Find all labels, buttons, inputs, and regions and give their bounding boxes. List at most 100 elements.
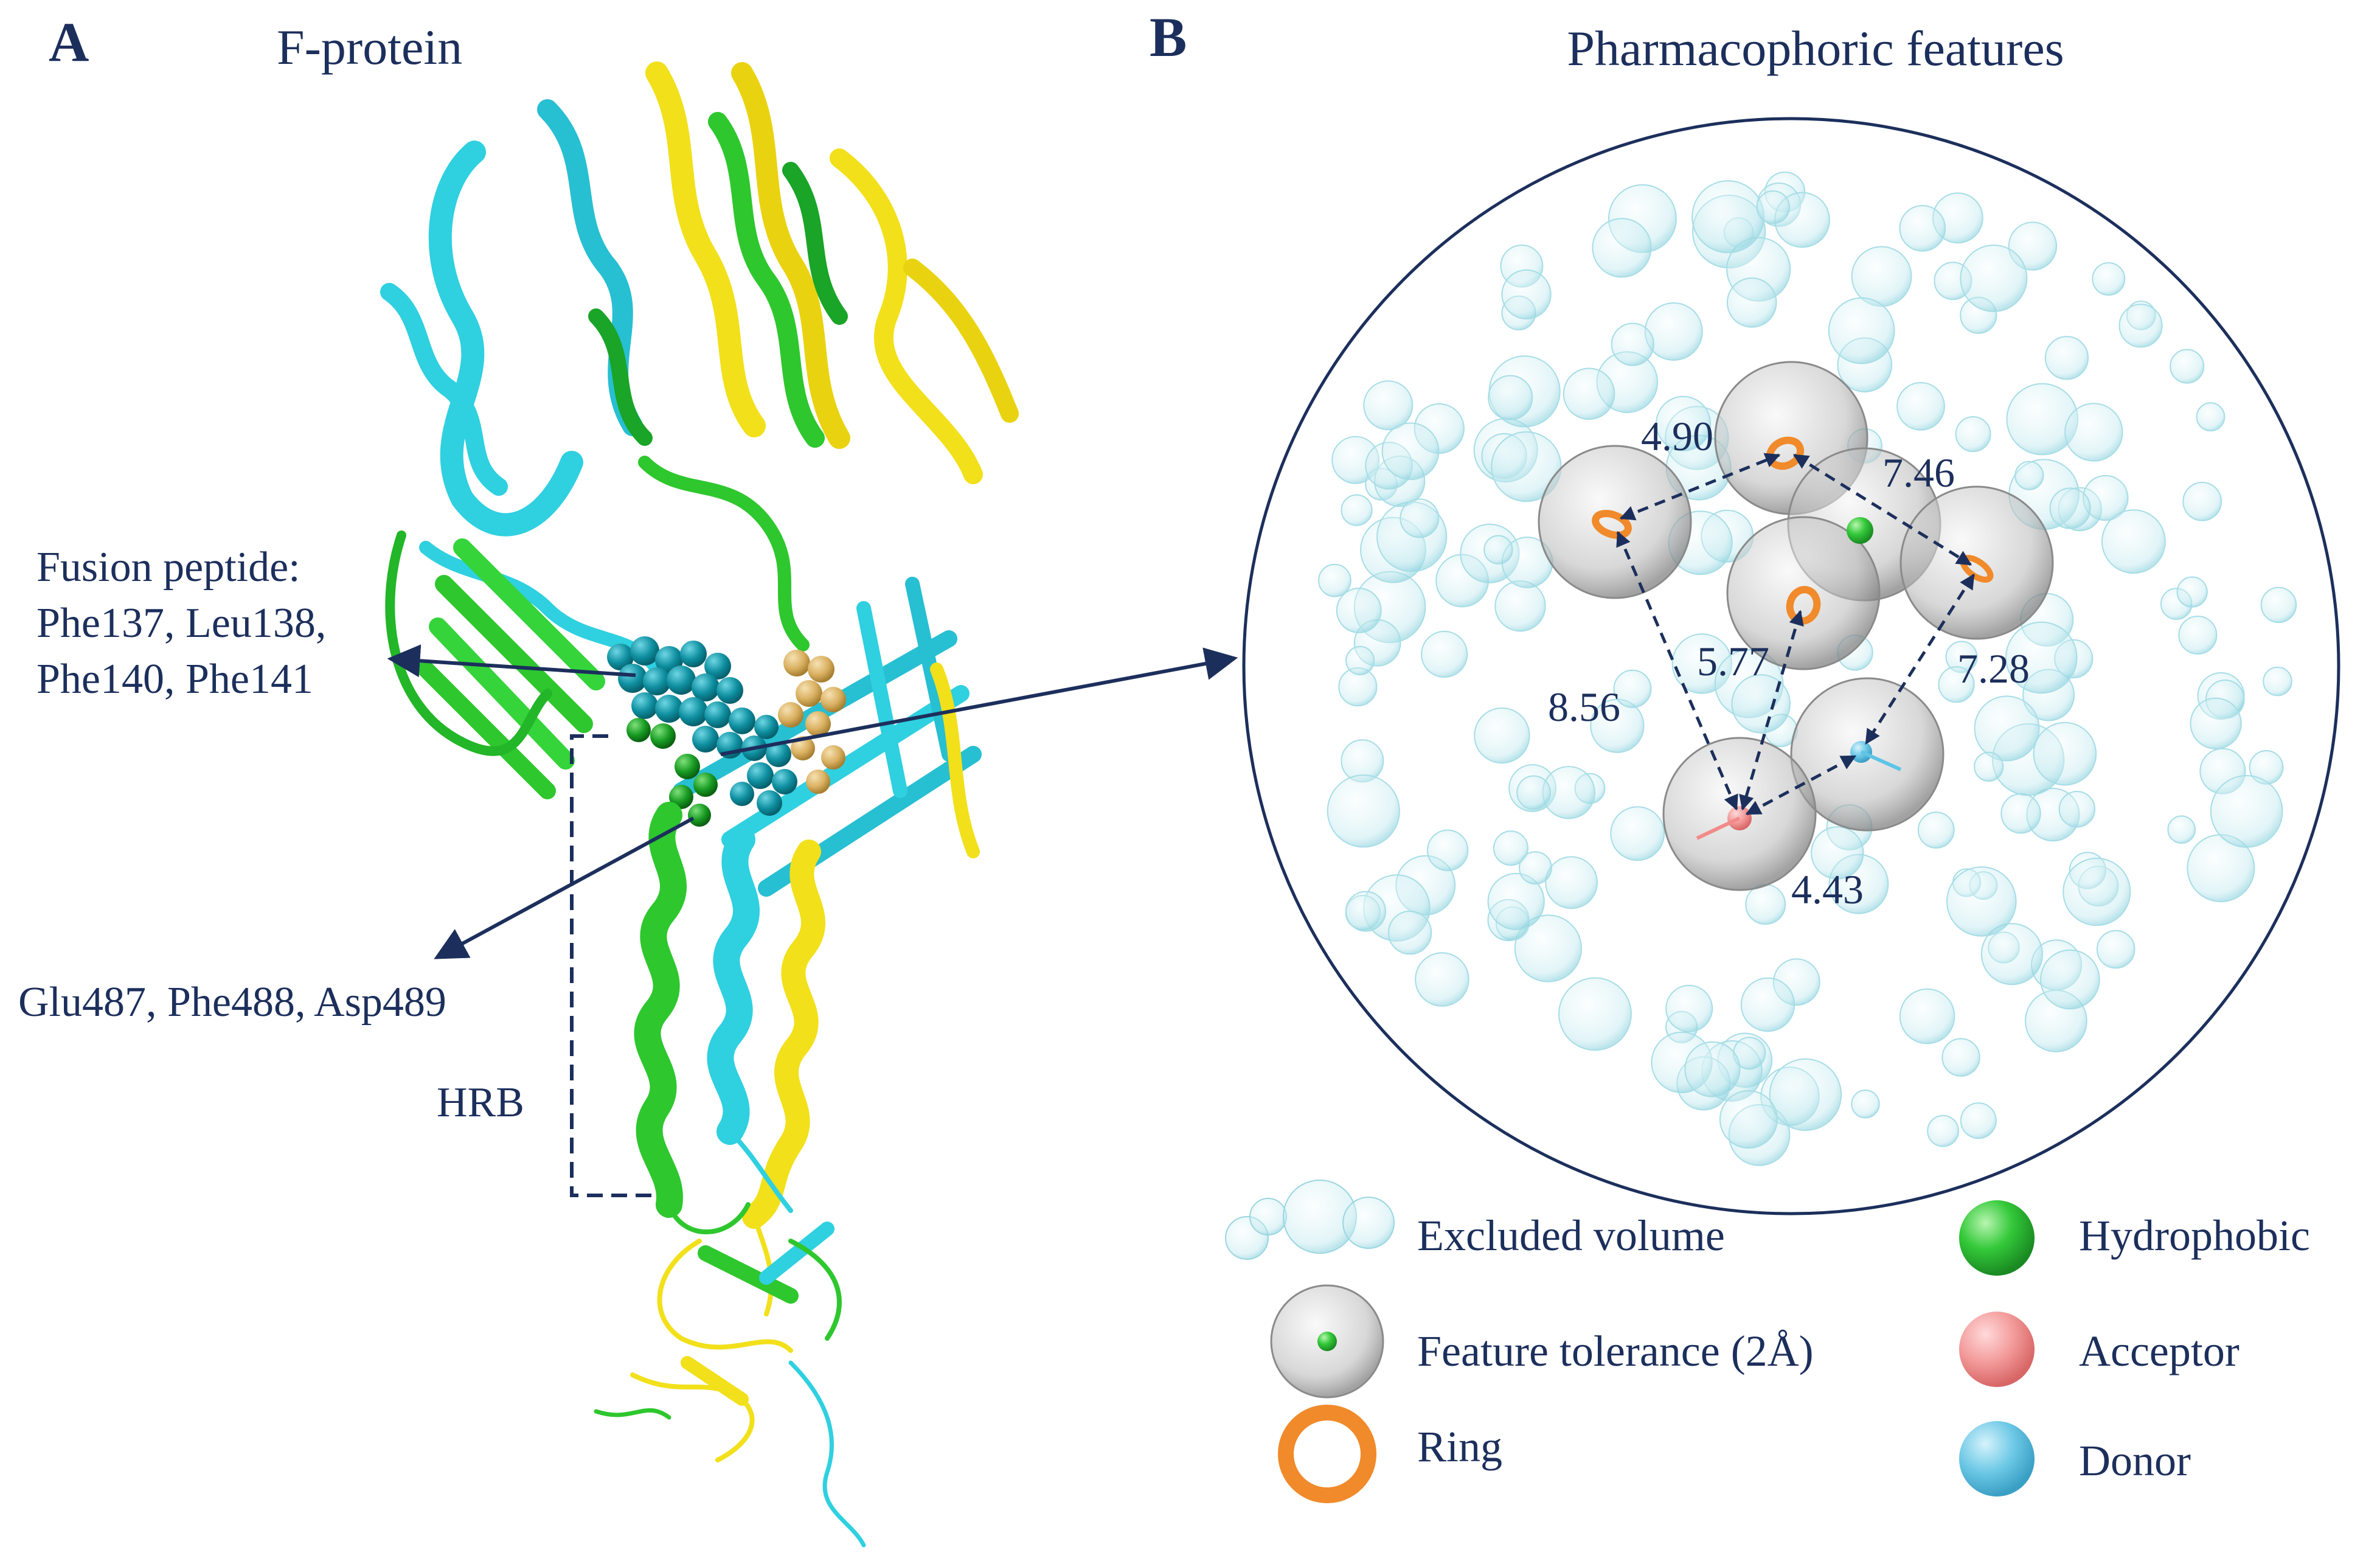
distance-label-4: 7.28	[1957, 645, 2030, 692]
excluded-volume-sphere	[1558, 977, 1632, 1051]
excluded-volume-sphere	[2096, 930, 2135, 969]
excluded-volume-sphere	[1363, 380, 1414, 431]
excluded-volume-sphere	[1960, 1102, 1997, 1139]
excluded-volume-sphere	[1828, 297, 1895, 364]
excluded-volume-sphere	[1483, 535, 1513, 565]
excluded-volume-sphere	[2000, 793, 2041, 834]
feature-tolerance-icon	[1270, 1284, 1384, 1399]
legend: Excluded volume Feature tolerance (2Å) R…	[1225, 1180, 2310, 1503]
excluded-volume-sphere	[1726, 277, 1777, 328]
excluded-volume-sphere	[1341, 494, 1373, 526]
excluded-volume-sphere	[1592, 218, 1652, 278]
ring-feature-1	[1592, 510, 1632, 539]
fusion-peptide-line2: Phe137, Leu138,	[36, 600, 326, 647]
excluded-volume-sphere	[1665, 984, 1713, 1032]
donor-icon	[1959, 1421, 2035, 1497]
donor-vector	[1860, 750, 1902, 771]
glu-arrow	[434, 816, 695, 959]
excluded-volume-sphere	[1491, 431, 1562, 502]
excluded-volume-sphere	[1487, 872, 1545, 931]
fusion-peptide-line1: Fusion peptide:	[36, 544, 300, 591]
excluded-volume-sphere	[1899, 988, 1955, 1045]
excluded-volume-sphere	[1644, 302, 1703, 361]
excluded-volume-sphere	[1960, 245, 2028, 312]
zoom-arrow	[720, 647, 1238, 756]
excluded-volume-sphere	[1494, 580, 1546, 632]
excluded-volume-sphere	[1415, 952, 1469, 1007]
excluded-volume-icon	[1225, 1180, 1395, 1260]
panel-a-letter: A	[49, 11, 89, 73]
excluded-volume-sphere	[2005, 621, 2078, 694]
excluded-volume-sphere	[2092, 262, 2126, 296]
distance-label-5: 8.56	[1548, 684, 1620, 730]
excluded-volume-sphere	[1514, 914, 1582, 982]
distance-label-6: 4.43	[1791, 866, 1864, 913]
excluded-volume-sphere	[1336, 588, 1382, 633]
distance-label-2: 7.46	[1882, 450, 1955, 496]
distance-arrow-5	[1616, 530, 1738, 811]
legend-acceptor-label: Acceptor	[2079, 1327, 2239, 1375]
excluded-volume-sphere	[1427, 829, 1469, 872]
excluded-volume-sphere	[1691, 180, 1765, 254]
excluded-volume-sphere	[2033, 721, 2097, 786]
excluded-volume-sphere	[2064, 403, 2123, 462]
excluded-volume-sphere	[1474, 707, 1530, 764]
excluded-volume-sphere	[2040, 949, 2100, 1010]
excluded-volume-sphere	[1851, 246, 1912, 307]
distance-arrow-2	[1792, 453, 1972, 566]
excluded-volume-sphere	[1501, 269, 1552, 320]
excluded-volume-sphere	[2170, 349, 2205, 384]
legend-ring-label: Ring	[1417, 1422, 1502, 1471]
excluded-volume-sphere	[1917, 812, 1955, 849]
excluded-volume-sphere	[1656, 395, 1712, 451]
tail-domain	[594, 1222, 866, 1548]
excluded-volume-sphere	[1946, 866, 2017, 937]
excluded-volume-sphere	[2260, 586, 2297, 624]
excluded-volume-sphere	[2196, 402, 2226, 432]
excluded-volume-sphere	[1927, 1114, 1960, 1147]
excluded-volume-sphere	[1756, 190, 1791, 224]
excluded-volume-sphere	[1387, 910, 1432, 955]
legend-excluded-volume-label: Excluded volume	[1417, 1211, 1725, 1260]
hrb-bracket	[570, 734, 657, 1197]
excluded-volume-sphere	[1318, 563, 1351, 597]
excluded-volume-sphere	[2176, 576, 2208, 608]
excluded-volume-sphere	[1974, 751, 2004, 782]
excluded-volume-sphere	[2178, 616, 2218, 655]
excluded-volume-sphere	[1811, 826, 1864, 880]
excluded-volume-sphere	[1740, 977, 1795, 1032]
excluded-volume-sphere	[1719, 1090, 1778, 1149]
excluded-volume-sphere	[1980, 923, 2043, 986]
excluded-volume-sphere	[2044, 336, 2089, 380]
excluded-volume-sphere	[2014, 461, 2044, 490]
fusion-peptide-line3: Phe140, Phe141	[36, 656, 313, 703]
acceptor-vector	[1696, 816, 1741, 840]
excluded-volume-sphere	[1955, 416, 1991, 453]
fusion-peptide-arrow	[387, 644, 636, 678]
distance-label-3: 5.77	[1697, 638, 1769, 684]
distance-arrow-1	[1619, 453, 1781, 521]
excluded-volume-sphere	[1545, 856, 1598, 909]
excluded-volume-sphere	[2210, 775, 2283, 848]
legend-feature-tolerance-label: Feature tolerance (2Å)	[1417, 1327, 1814, 1375]
hydrophobic-feature	[1847, 517, 1873, 544]
excluded-volume-sphere	[2167, 815, 2196, 844]
excluded-volume-sphere	[1327, 774, 1400, 848]
excluded-volume-sphere	[1610, 806, 1665, 861]
hrb-label: HRB	[437, 1079, 524, 1126]
legend-donor-label: Donor	[2079, 1436, 2191, 1485]
excluded-volume-sphere	[1941, 1038, 1980, 1077]
excluded-volume-sphere	[1493, 830, 1528, 866]
f-protein-structure	[380, 61, 1019, 1548]
excluded-volume-sphere	[2190, 697, 2242, 749]
excluded-volume-sphere	[1381, 422, 1440, 481]
excluded-volume-sphere	[1345, 891, 1386, 932]
excluded-volume-sphere	[1684, 1041, 1741, 1097]
distance-arrows	[1616, 453, 1976, 816]
excluded-volume-sphere	[1516, 775, 1552, 810]
excluded-volume-sphere	[2182, 482, 2222, 521]
excluded-volume-sphere	[1519, 851, 1552, 885]
excluded-volume-sphere	[1896, 382, 1945, 431]
excluded-volume-sphere	[2101, 509, 2166, 574]
